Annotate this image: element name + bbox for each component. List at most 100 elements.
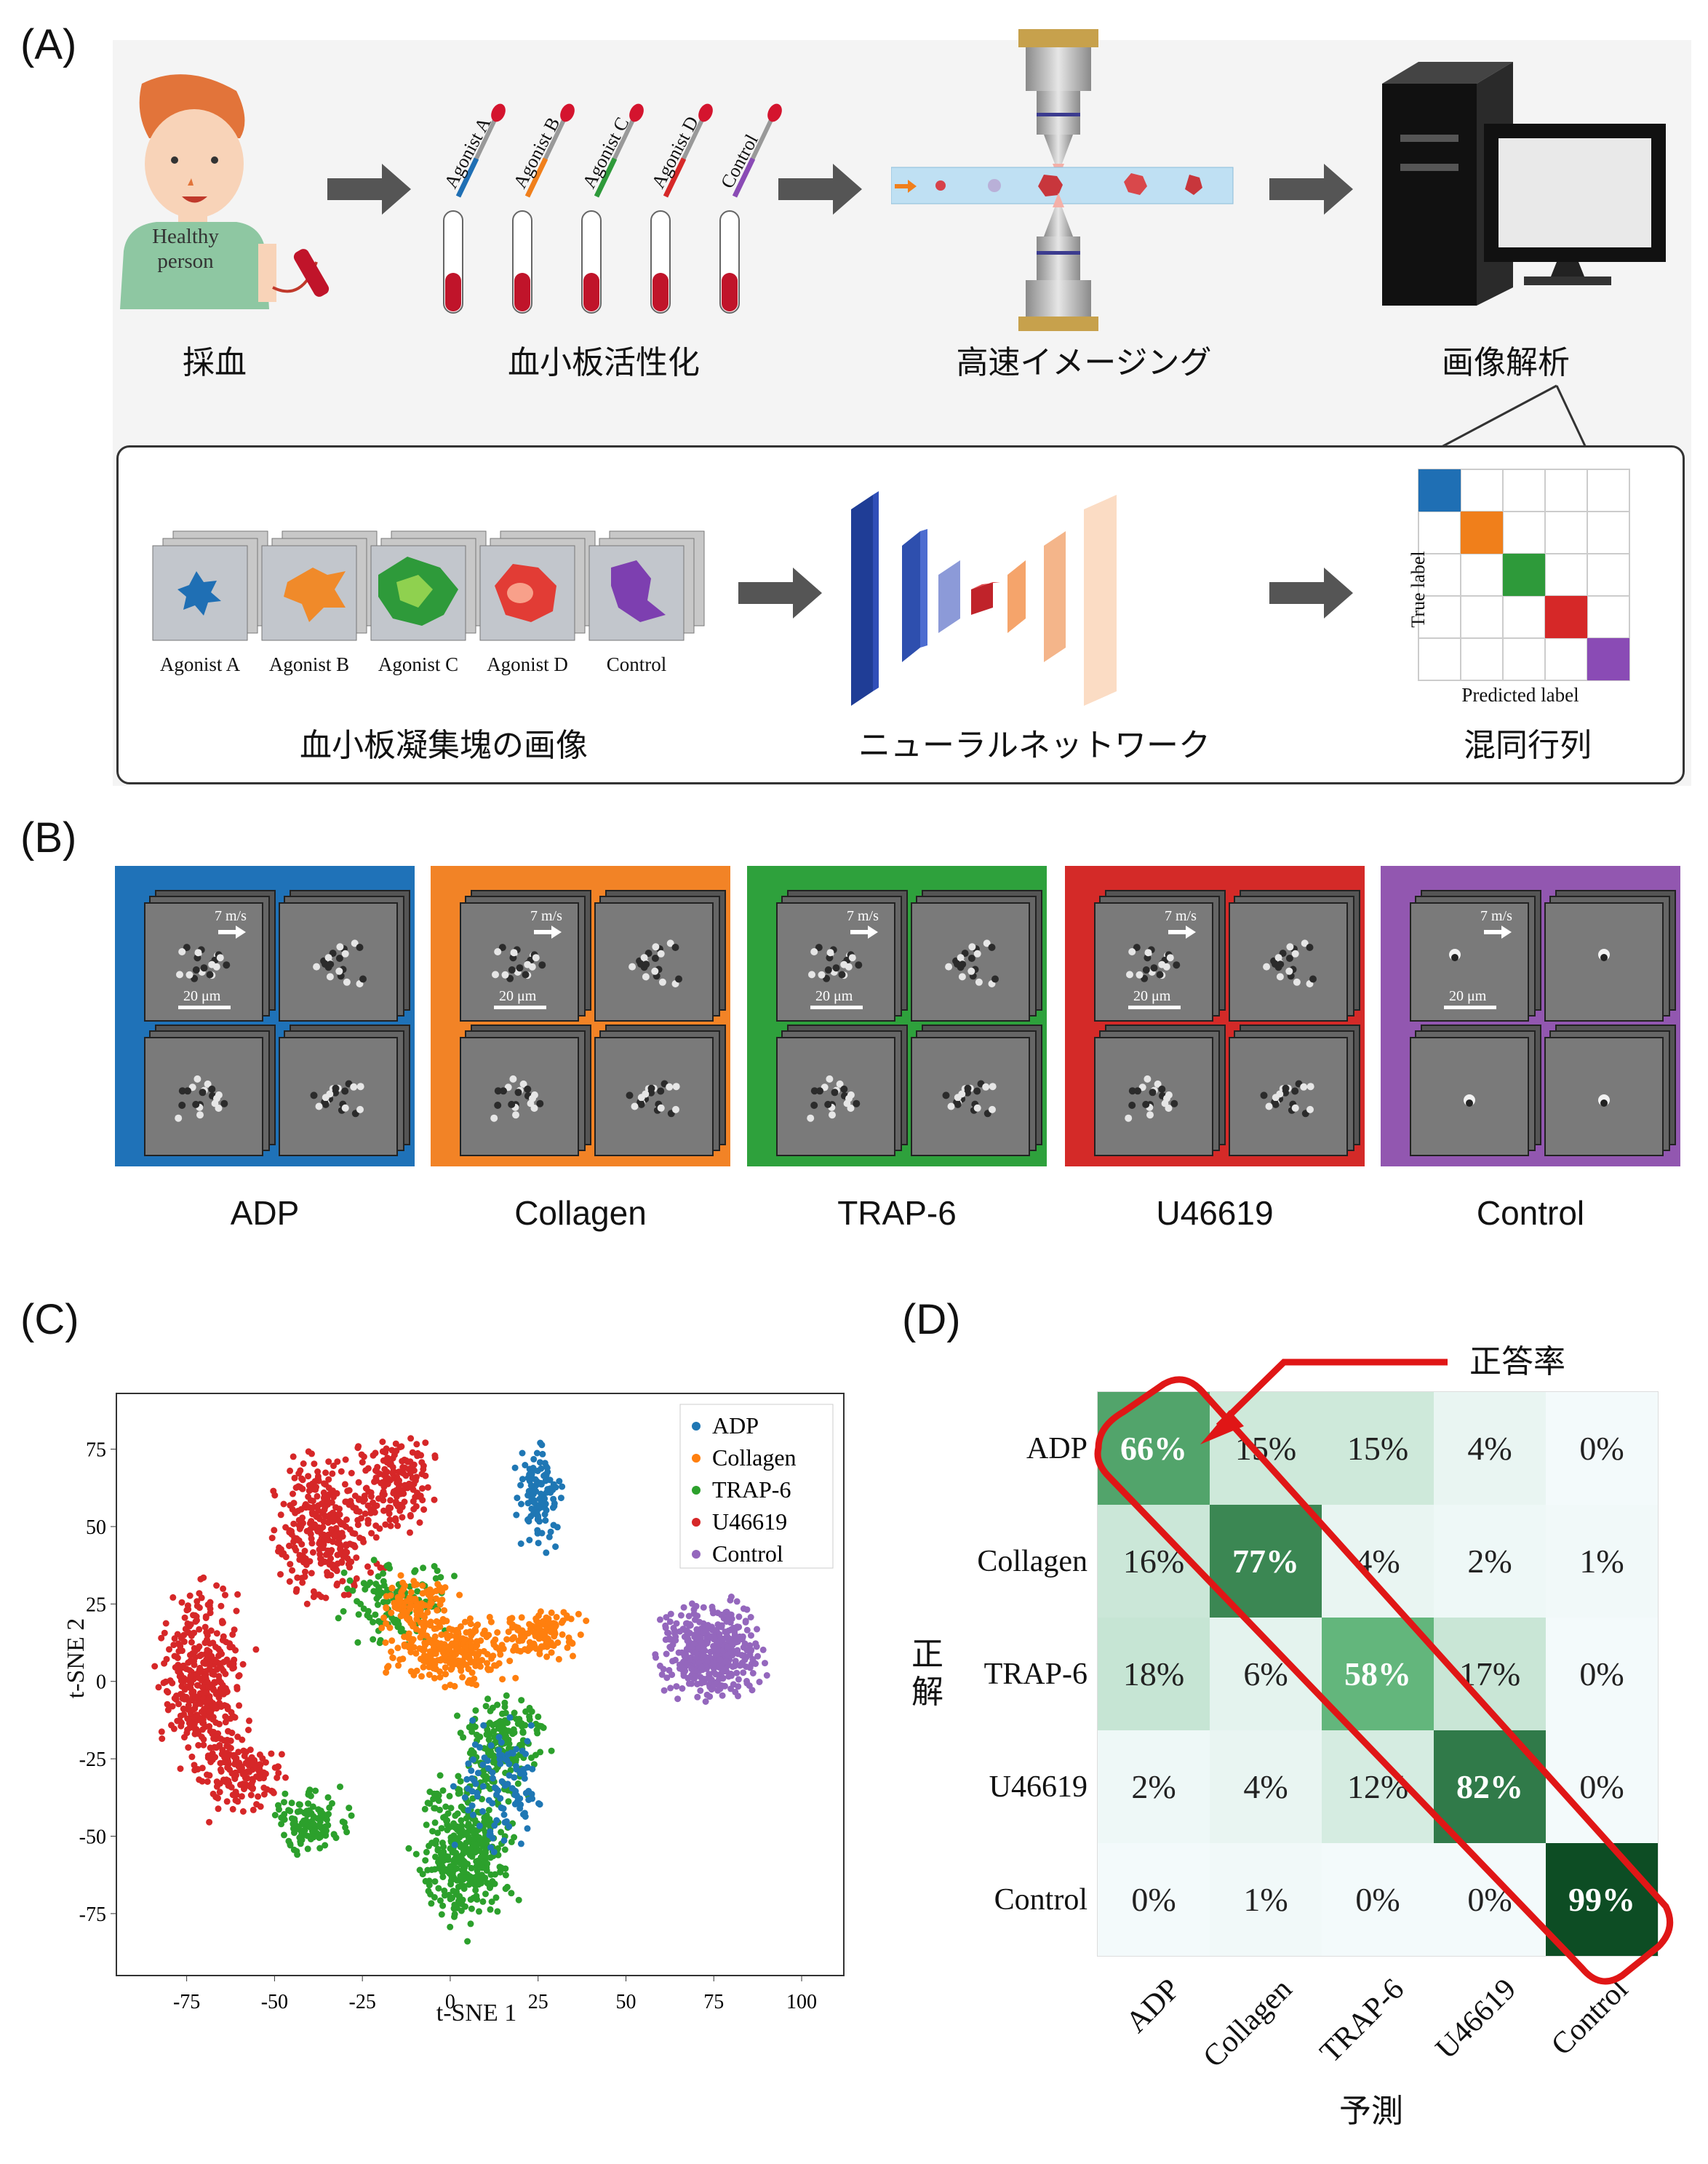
point-u46619 [178,1683,185,1690]
point-u46619 [416,1519,423,1526]
point-trap-6 [414,1588,421,1595]
point-adp [491,1784,498,1791]
point-adp [513,1792,520,1799]
point-adp [532,1476,539,1483]
point-u46619 [198,1594,205,1602]
micrograph-image [911,902,1030,1022]
scale-bar-label: 20 μm [499,988,537,1004]
point-control [723,1618,730,1625]
point-collagen [394,1644,402,1652]
point-u46619 [379,1490,386,1497]
point-u46619 [218,1768,225,1775]
point-collagen [548,1649,555,1656]
point-collagen [424,1609,431,1616]
point-u46619 [274,1774,281,1781]
point-adp [538,1529,546,1537]
point-u46619 [192,1695,199,1702]
point-collagen [388,1610,395,1616]
point-trap-6 [432,1853,439,1861]
point-collagen [555,1655,562,1663]
high-speed-imaging-illustration [891,29,1234,331]
point-u46619 [291,1544,298,1551]
point-u46619 [222,1591,228,1599]
point-u46619 [174,1631,181,1638]
point-trap-6 [444,1810,452,1817]
point-trap-6 [324,1816,330,1823]
point-u46619 [193,1682,201,1689]
point-u46619 [162,1678,169,1685]
point-u46619 [333,1582,340,1589]
point-adp [527,1481,535,1489]
heatmap-row-label: ADP [1026,1432,1088,1465]
arrow-right-icon [1269,568,1353,618]
point-trap-6 [386,1564,394,1572]
point-trap-6 [499,1722,506,1730]
point-collagen [436,1668,443,1675]
point-u46619 [218,1602,225,1610]
point-u46619 [239,1781,247,1788]
point-trap-6 [487,1871,495,1878]
point-control [741,1640,749,1647]
point-collagen [511,1634,517,1641]
point-u46619 [419,1485,426,1492]
panel-label-c: (C) [20,1296,79,1343]
point-u46619 [255,1767,263,1774]
point-u46619 [238,1763,245,1770]
point-trap-6 [485,1736,492,1743]
point-trap-6 [372,1611,379,1618]
point-control [743,1626,751,1634]
speed-label: 7 m/s [847,908,879,924]
point-u46619 [372,1522,380,1529]
point-trap-6 [456,1834,463,1841]
tube-label-d: Agonist D [647,112,703,192]
point-collagen [547,1628,554,1636]
point-u46619 [289,1567,296,1574]
point-trap-6 [489,1722,496,1729]
point-u46619 [195,1742,202,1749]
point-collagen [387,1592,394,1599]
point-control [722,1682,728,1690]
point-collagen [437,1640,444,1647]
point-control [698,1679,705,1687]
point-collagen [485,1666,492,1674]
point-u46619 [392,1515,399,1522]
point-trap-6 [455,1773,462,1780]
point-u46619 [353,1575,360,1582]
point-adp [500,1805,507,1812]
point-u46619 [246,1717,252,1725]
accuracy-diagonal-highlight [1094,1359,1674,1985]
point-trap-6 [282,1790,289,1797]
point-u46619 [217,1660,224,1667]
flow-arrow-icon [534,930,553,934]
point-adp [517,1770,524,1777]
y-tick-label: 75 [86,1439,106,1462]
point-u46619 [170,1642,177,1649]
point-u46619 [287,1561,294,1568]
point-trap-6 [468,1728,476,1735]
point-u46619 [163,1687,170,1695]
point-control [669,1671,676,1679]
point-trap-6 [453,1904,460,1912]
point-trap-6 [473,1858,480,1865]
point-trap-6 [437,1855,444,1862]
heatmap-cell: 1% [1546,1505,1658,1618]
point-trap-6 [439,1863,446,1870]
point-u46619 [187,1672,194,1679]
point-control [720,1666,727,1674]
point-u46619 [161,1660,168,1667]
point-collagen [541,1630,548,1637]
point-trap-6 [324,1794,332,1801]
point-collagen [471,1675,478,1682]
point-trap-6 [380,1578,387,1585]
point-trap-6 [479,1839,487,1847]
point-u46619 [277,1511,284,1519]
point-trap-6 [502,1885,509,1893]
point-collagen [407,1588,415,1596]
point-collagen [388,1584,396,1591]
point-u46619 [181,1614,188,1621]
point-u46619 [196,1626,203,1633]
mini-cm-true-label: True label [1408,551,1429,628]
point-trap-6 [340,1819,348,1826]
